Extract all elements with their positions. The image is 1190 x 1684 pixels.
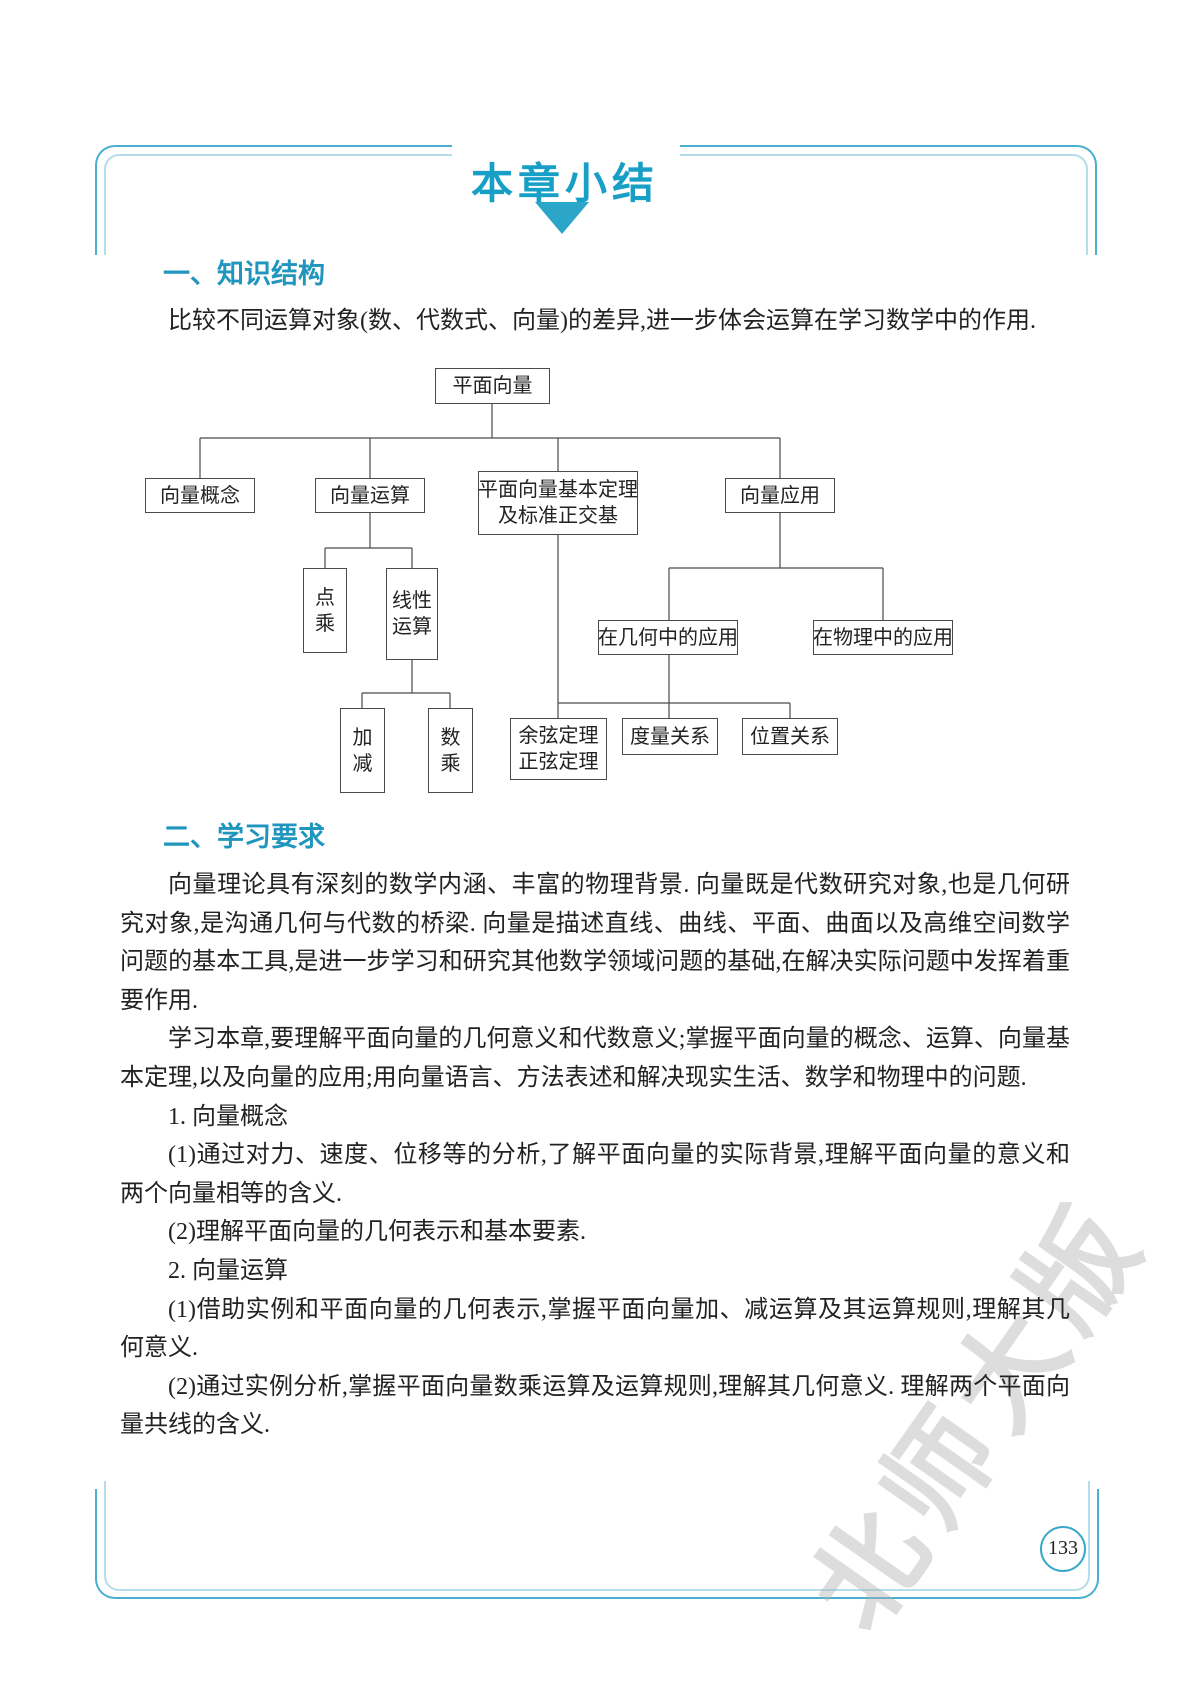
list-heading-vector-operations: 2. 向量运算 [168, 1257, 288, 1284]
section-heading-learning-requirements: 二、学习要求 [163, 822, 325, 852]
section-heading-knowledge-structure: 一、知识结构 [163, 259, 325, 289]
diagram-node-linear-ops: 线性运算 [386, 568, 438, 660]
frame-top-right-decoration [680, 145, 1097, 255]
page-number-badge: 133 [1040, 1526, 1086, 1572]
list-item-concept-1: (1)通过对力、速度、位移等的分析,了解平面向量的实际背景,理解平面向量的意义和… [120, 1142, 1070, 1207]
down-arrow-icon [535, 202, 589, 234]
diagram-node-application: 向量应用 [725, 478, 835, 513]
diagram-node-concept: 向量概念 [145, 478, 255, 513]
paragraph-chapter-goals: 学习本章,要理解平面向量的几何意义和代数意义;掌握平面向量的概念、运算、向量基本… [120, 1026, 1070, 1091]
knowledge-diagram: 平面向量向量概念 向量运算 平面向量基本定理及标准正交基 向量应用点乘线性运算加减数乘… [120, 358, 1070, 808]
diagram-node-root: 平面向量 [435, 368, 550, 404]
paragraph-theory-overview: 向量理论具有深刻的数学内涵、丰富的物理背景. 向量既是代数研究对象,也是几何研究… [120, 872, 1070, 1014]
diagram-node-physics-app: 在物理中的应用 [813, 620, 953, 655]
learning-requirements-text: 向量理论具有深刻的数学内涵、丰富的物理背景. 向量既是代数研究对象,也是几何研究… [120, 866, 1070, 1445]
diagram-node-operation: 向量运算 [315, 478, 425, 513]
diagram-node-theorem: 平面向量基本定理及标准正交基 [478, 471, 638, 535]
list-heading-vector-concept: 1. 向量概念 [168, 1103, 288, 1130]
intro-paragraph: 比较不同运算对象(数、代数式、向量)的差异,进一步体会运算在学习数学中的作用. [168, 308, 1036, 334]
diagram-node-cos-sin: 余弦定理正弦定理 [510, 718, 607, 780]
list-item-concept-2: (2)理解平面向量的几何表示和基本要素. [168, 1219, 586, 1246]
diagram-node-dot-product: 点乘 [303, 568, 347, 653]
diagram-node-geometry-app: 在几何中的应用 [598, 620, 738, 655]
banner-title: 本章小结 [470, 160, 659, 207]
list-item-operations-1: (1)借助实例和平面向量的几何表示,掌握平面向量加、减运算及其运算规则,理解其几… [120, 1296, 1070, 1362]
frame-top-left-decoration [95, 145, 452, 255]
list-item-operations-2: (2)通过实例分析,掌握平面向量数乘运算及运算规则,理解其几何意义. 理解两个平… [120, 1373, 1070, 1439]
diagram-node-scalar-mul: 数乘 [428, 708, 473, 793]
diagram-node-position: 位置关系 [742, 718, 838, 755]
diagram-node-metric: 度量关系 [622, 718, 718, 755]
diagram-node-add-sub: 加减 [340, 708, 385, 793]
frame-top-left-inner-line [104, 154, 452, 255]
frame-top-right-inner-line [680, 154, 1088, 255]
